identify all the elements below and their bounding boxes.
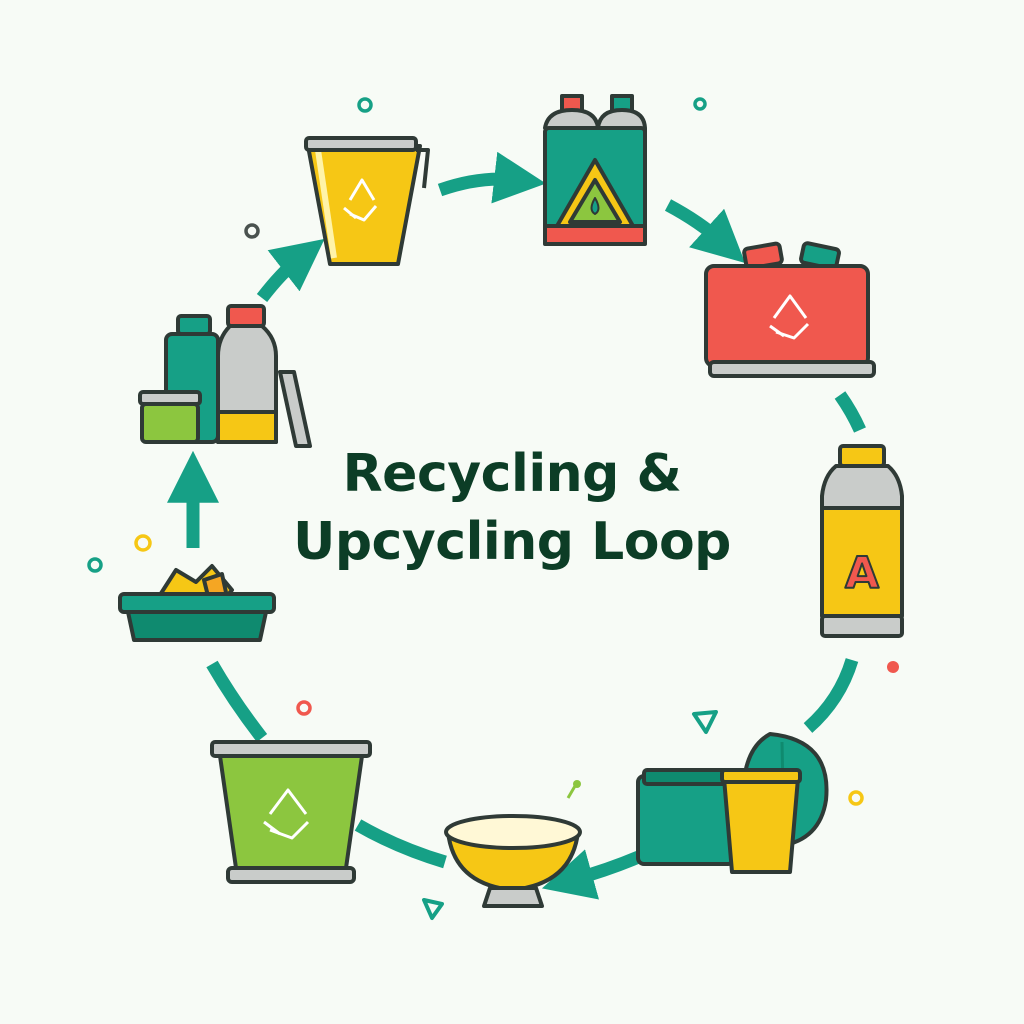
decor-dot: [296, 700, 312, 716]
decor-dot: [134, 534, 152, 552]
decor-sprout: [566, 780, 581, 799]
plastic-containers-icon: [138, 304, 312, 448]
recycle-bin-cup-icon: [304, 136, 430, 266]
arrow-containers-to-cup: [256, 238, 325, 302]
bottle-label-letter: A: [845, 548, 879, 599]
diagram-title: Recycling & Upcycling Loop: [262, 440, 762, 576]
upcycled-planter-icon: [636, 732, 829, 874]
arc-bottle-to-planter: [803, 658, 859, 733]
arc-bin-to-tray: [206, 660, 268, 742]
arrow-cup-to-bottles: [437, 151, 546, 204]
title-line-1: Recycling &: [342, 444, 682, 504]
title-line-2: Upcycling Loop: [293, 512, 731, 572]
yellow-bowl-icon: [444, 814, 582, 908]
decor-dot: [693, 97, 707, 111]
arrow-bottles-to-crate: [664, 199, 746, 263]
decor-dot: [87, 557, 103, 573]
red-recycling-crate-icon: [704, 241, 876, 378]
decor-triangle: [422, 710, 718, 920]
arc-crate-to-bottle: [834, 391, 866, 433]
detergent-bottles-icon: [543, 94, 647, 246]
crushed-plastic-tray-icon: [118, 564, 276, 642]
decor-dot: [357, 97, 373, 113]
green-recycle-bin-icon: [210, 740, 372, 884]
yellow-bottle-icon: A: [820, 444, 904, 638]
decor-dot: [244, 223, 260, 239]
arc-bowl-to-bin: [354, 819, 447, 869]
decor-dot: [887, 661, 899, 673]
decor-dot: [848, 790, 864, 806]
